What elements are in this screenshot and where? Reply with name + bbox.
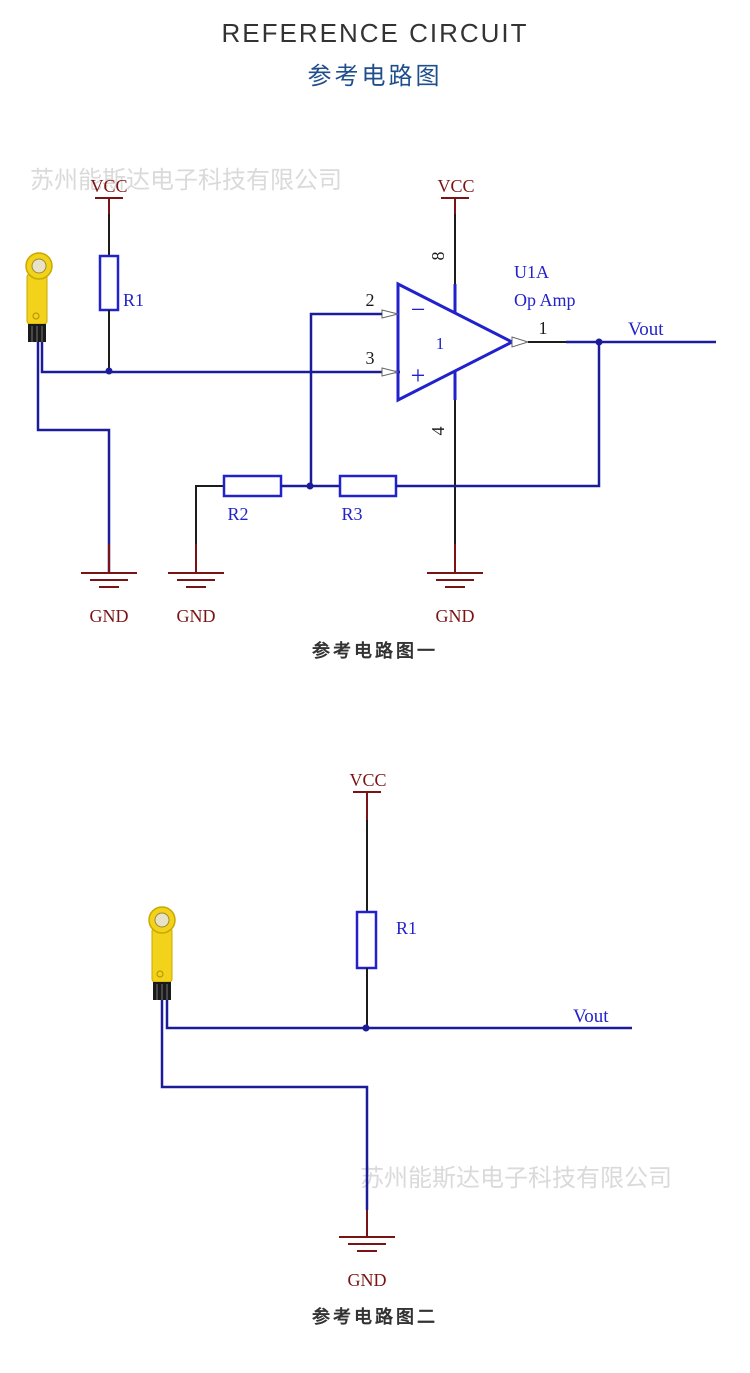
gnd-label: GND [348, 1270, 387, 1290]
vcc-label: VCC [90, 176, 127, 196]
opamp-ref-label: U1A [514, 262, 549, 282]
resistor-label-r1: R1 [123, 290, 144, 310]
vcc-symbol: VCC [90, 176, 128, 214]
vcc-label: VCC [437, 176, 474, 196]
pin-number: 4 [428, 427, 448, 436]
opamp-type-label: Op Amp [514, 290, 576, 310]
resistor-r3 [338, 474, 398, 498]
resistor-label-r1: R1 [396, 918, 417, 938]
junction-dot [362, 1024, 370, 1032]
diagram-1: VCC R1 [25, 176, 716, 626]
page-title-cn: 参考电路图 [307, 62, 443, 90]
gnd-label: GND [90, 606, 129, 626]
pin-number: 8 [428, 252, 448, 261]
opamp-unit-label: 1 [436, 334, 445, 353]
page-title-en: REFERENCE CIRCUIT [221, 18, 529, 48]
vcc-label: VCC [349, 770, 386, 790]
pressure-sensor-icon [25, 252, 53, 342]
vcc-symbol: VCC [349, 770, 387, 820]
junction-dot [595, 338, 603, 346]
vcc-symbol: VCC [437, 176, 475, 214]
gnd-symbol: GND [167, 572, 225, 626]
junction-dot [105, 367, 113, 375]
vout-label: Vout [573, 1006, 609, 1027]
resistor-r1 [98, 254, 120, 312]
diagram-2: VCC R1 Vout [148, 770, 632, 1290]
resistor-r1 [355, 910, 378, 970]
gnd-symbol: GND [338, 1236, 396, 1290]
gnd-symbol: GND [80, 572, 138, 626]
resistor-label-r3: R3 [341, 504, 362, 524]
diagram-caption-1: 参考电路图一 [312, 641, 438, 662]
op-amp-u1a: − + 1 U1A Op Amp 2 3 1 8 4 [366, 252, 576, 436]
pressure-sensor-icon [148, 906, 176, 1000]
diagram-caption-2: 参考电路图二 [312, 1307, 438, 1328]
plus-sign: + [411, 361, 426, 390]
minus-sign: − [411, 295, 426, 324]
pin-number: 1 [539, 318, 548, 338]
pin-number: 2 [366, 290, 375, 310]
watermark-text: 苏州能斯达电子科技有限公司 [360, 1164, 672, 1192]
vout-label: Vout [628, 319, 664, 340]
gnd-label: GND [177, 606, 216, 626]
gnd-label: GND [436, 606, 475, 626]
resistor-label-r2: R2 [227, 504, 248, 524]
gnd-symbol: GND [426, 572, 484, 626]
resistor-r2 [222, 474, 283, 498]
watermark-text: 苏州能斯达电子科技有限公司 [30, 166, 342, 194]
pin-number: 3 [366, 348, 375, 368]
